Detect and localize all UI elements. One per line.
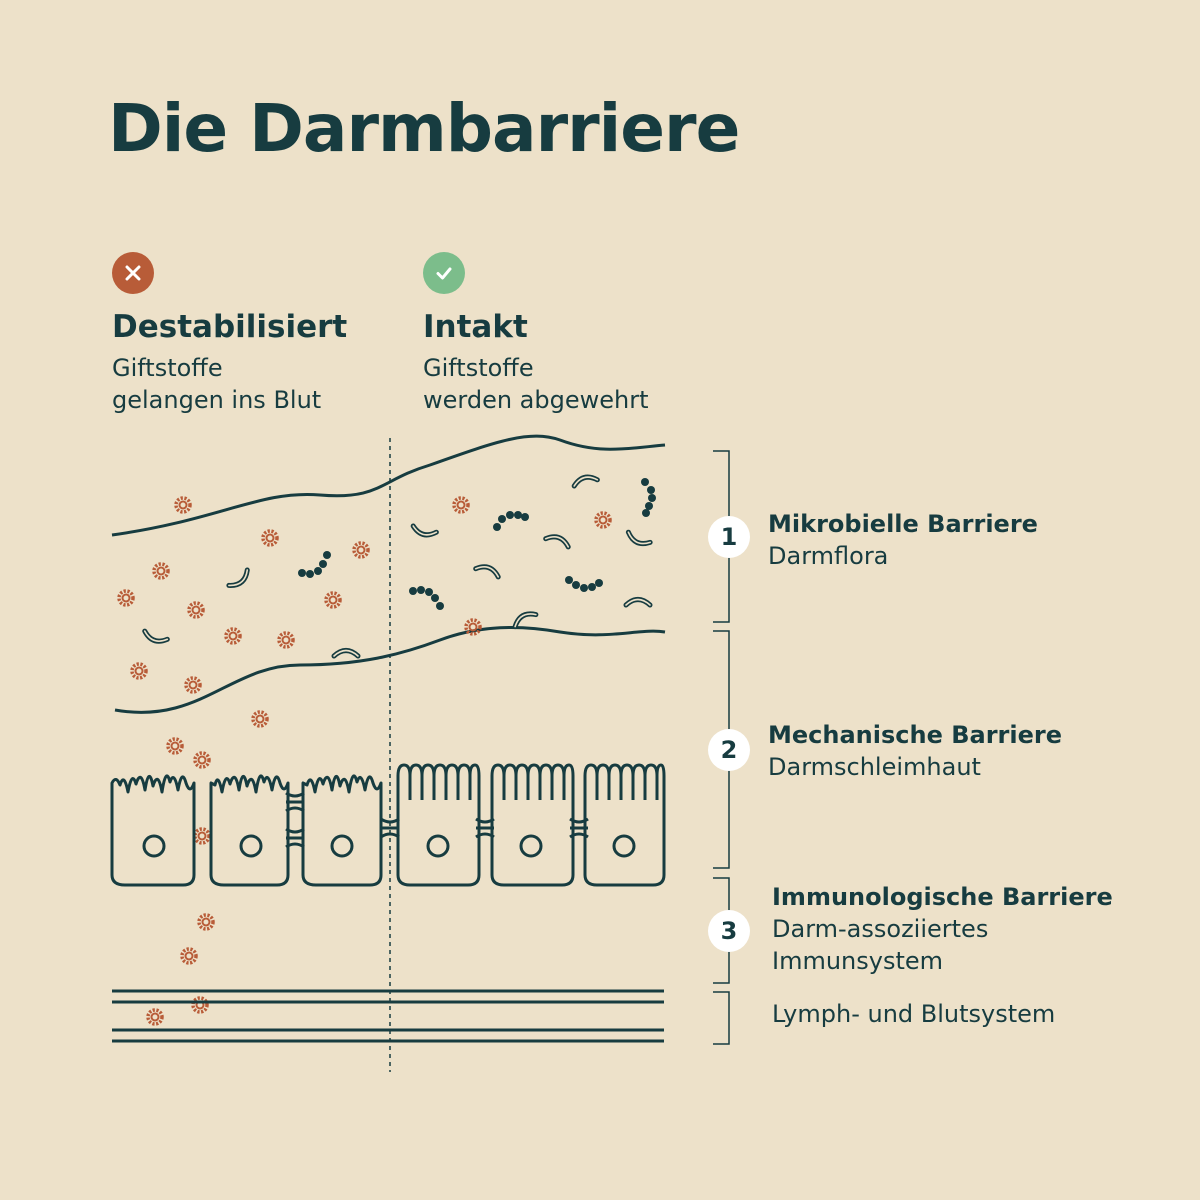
destabilized-description-line1: Giftstoffe [112, 354, 223, 382]
barrier-2-subtitle: Darmschleimhaut [768, 751, 1098, 783]
lymph-blood-vessels [112, 989, 664, 1043]
destabilized-heading: Destabilisiert [112, 309, 348, 345]
barrier-3-subtitle-line2: Immunsystem [772, 947, 944, 975]
intact-description-line1: Giftstoffe [423, 354, 534, 382]
bacteria-right [409, 474, 656, 626]
barrier-1-number-badge: 1 [708, 516, 750, 558]
x-icon [112, 252, 154, 294]
barrier-3-number-badge: 3 [708, 910, 750, 952]
intact-heading: Intakt [423, 309, 528, 345]
intact-description-line2: werden abgewehrt [423, 386, 649, 414]
barrier-1-title: Mikrobielle Barriere [768, 510, 1038, 538]
barrier-1-subtitle: Darmflora [768, 540, 1098, 572]
barrier-3-title: Immunologische Barriere [772, 883, 1113, 911]
barrier-2-title: Mechanische Barriere [768, 721, 1062, 749]
intact-description: Giftstoffe werden abgewehrt [423, 352, 743, 416]
barrier-3-subtitle-line1: Darm-assoziiertes [772, 915, 989, 943]
bacteria-left [143, 551, 358, 656]
barrier-2-subtitle-line1: Darmschleimhaut [768, 753, 981, 781]
destabilized-description-line2: gelangen ins Blut [112, 386, 322, 414]
epithelial-cells [110, 763, 666, 887]
lymph-blood-system-label: Lymph- und Blutsystem [772, 1000, 1056, 1028]
destabilized-description: Giftstoffe gelangen ins Blut [112, 352, 432, 416]
mucus-lower-wave [114, 625, 666, 714]
barrier-1-subtitle-line1: Darmflora [768, 542, 889, 570]
barrier-3-subtitle: Darm-assoziiertes Immunsystem [772, 913, 1102, 977]
barrier-2-number-badge: 2 [708, 729, 750, 771]
toxins [117, 496, 612, 1026]
check-icon [423, 252, 465, 294]
tight-junctions [284, 791, 590, 849]
mucus-upper-wave [111, 434, 666, 537]
page-title: Die Darmbarriere [108, 90, 740, 167]
